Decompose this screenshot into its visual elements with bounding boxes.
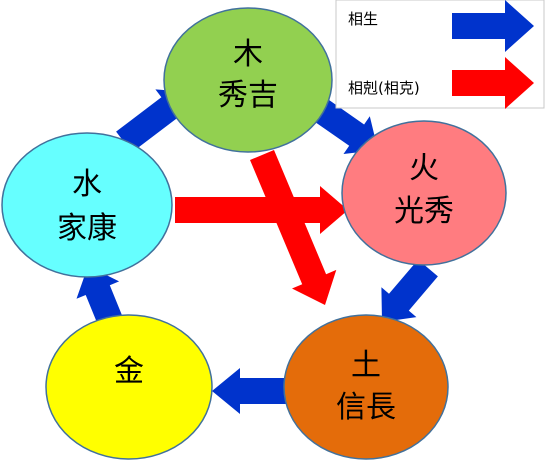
arrow-fire-to-earth — [381, 259, 438, 322]
legend-generate-label: 相生 — [348, 10, 378, 28]
node-earth-circle — [283, 314, 449, 460]
node-fire-name: 光秀 — [394, 194, 454, 229]
arrow-water-to-fire — [175, 186, 348, 234]
node-earth-element: 土 — [351, 348, 381, 383]
node-wood-name: 秀吉 — [218, 78, 278, 113]
node-earth-name: 信長 — [336, 390, 396, 425]
legend-overcome-label: 相剋(相克) — [348, 79, 420, 97]
arrow-earth-to-metal — [212, 368, 286, 414]
legend: 相生 相剋(相克) — [335, 0, 545, 109]
node-metal-element: 金 — [114, 354, 144, 389]
arrow-wood-to-earth — [250, 150, 337, 305]
node-water-element: 水 — [72, 167, 102, 202]
node-water-circle — [1, 132, 173, 278]
node-metal: 金 — [45, 314, 213, 460]
node-wood-element: 木 — [233, 37, 263, 72]
node-metal-circle — [45, 314, 213, 460]
arrows-layer — [76, 89, 438, 414]
node-wood: 木 秀吉 — [163, 7, 333, 153]
node-fire-circle — [341, 120, 507, 266]
node-fire: 火 光秀 — [341, 120, 507, 266]
node-wood-circle — [163, 7, 333, 153]
node-earth: 土 信長 — [283, 314, 449, 460]
node-water: 水 家康 — [1, 132, 173, 278]
legend-overcome-arrow — [452, 57, 534, 109]
legend-generate-arrow — [452, 0, 534, 52]
node-water-name: 家康 — [57, 211, 117, 246]
node-fire-element: 火 — [409, 151, 439, 186]
